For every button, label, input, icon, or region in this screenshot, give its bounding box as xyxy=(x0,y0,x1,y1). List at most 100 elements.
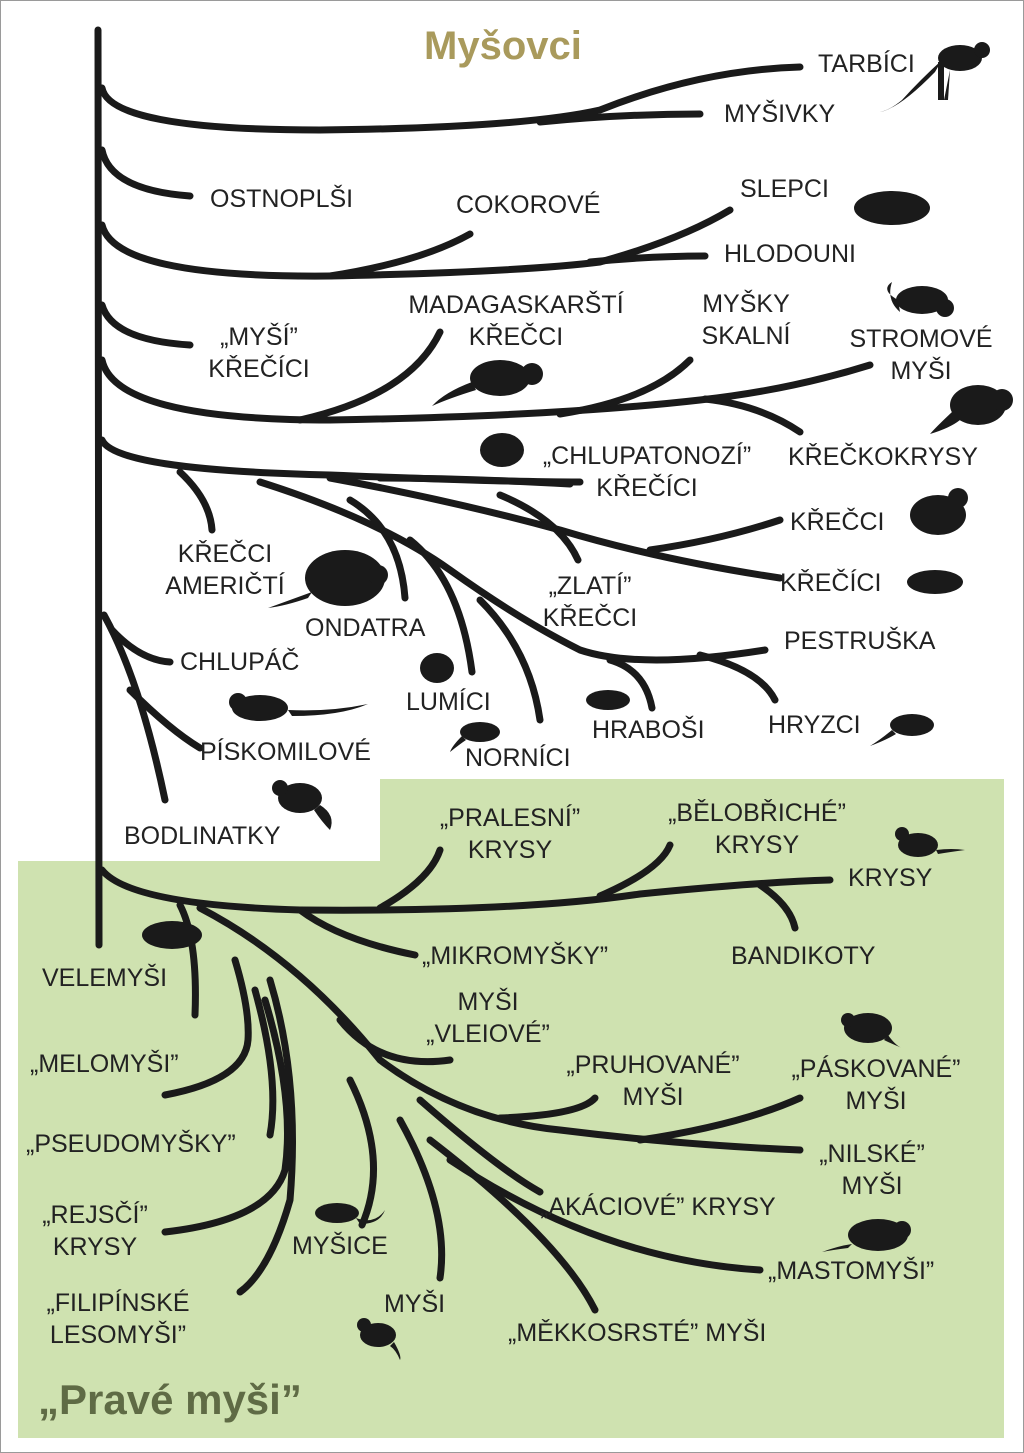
branch-kreckokrysy xyxy=(701,395,804,436)
striped-mouse-icon xyxy=(841,1013,902,1048)
label-hlodouni: HLODOUNI xyxy=(724,240,856,268)
label-mekkosrste-mysi: „MĚKKOSRSTÉ” MYŠI xyxy=(508,1319,767,1347)
jerboa-icon xyxy=(880,42,990,112)
branch-chlupac xyxy=(108,626,174,666)
lemming-icon xyxy=(420,653,454,683)
label-melomysi: „MELOMYŠI” xyxy=(30,1050,179,1078)
title-top: Myšovci xyxy=(424,24,582,68)
branch-spalacidae xyxy=(98,206,734,280)
label-mysi: MYŠI xyxy=(384,1290,446,1318)
branch-arvicolinae xyxy=(256,478,769,664)
branch-mastomysi xyxy=(446,1156,764,1274)
gerbil-icon xyxy=(229,693,368,721)
label-akaciove-krysy: „AKÁCIOVÉ” KRYSY xyxy=(540,1193,776,1221)
label-nilske-mysi: „NILSKÉ”MYŠI xyxy=(819,1140,925,1200)
label-ondatra: ONDATRA xyxy=(305,614,426,642)
house-mouse-icon xyxy=(357,1318,401,1360)
branch-bandikoty xyxy=(756,881,799,932)
branch-nesomyidae xyxy=(98,356,874,424)
label-paskovane-mysi: „PÁSKOVANÉ”MYŠI xyxy=(791,1055,961,1115)
label-slepci: SLEPCI xyxy=(740,175,829,203)
branch-murinae-lower xyxy=(196,904,804,1154)
label-pestruska: PESTRUŠKA xyxy=(784,627,936,655)
branch-mysi xyxy=(396,1116,446,1282)
rat-icon xyxy=(895,827,965,857)
label-krecci: KŘEČCI xyxy=(790,508,885,536)
multimammate-mouse-icon xyxy=(822,1219,911,1252)
branch-hryzci xyxy=(696,651,779,704)
branch-piskomilove xyxy=(126,686,204,752)
label-hryzci: HRYZCI xyxy=(768,711,861,739)
muskrat-icon xyxy=(268,550,388,608)
label-lumici: LUMÍCI xyxy=(406,688,491,716)
branch-pruhovane xyxy=(496,1094,599,1122)
label-tarbici: TARBÍCI xyxy=(818,50,915,78)
branch-hlodouni xyxy=(586,252,709,266)
label-kreckokrysy: KŘEČKOKRYSY xyxy=(788,443,978,471)
label-mysivky: MYŠIVKY xyxy=(724,100,836,128)
branch-mysice xyxy=(346,1076,377,1229)
jird-icon xyxy=(450,722,500,752)
giant-rat-icon xyxy=(142,921,202,949)
vole-icon xyxy=(586,690,630,710)
branch-trunk xyxy=(94,26,103,949)
label-ostnoplsi: OSTNOPLŠI xyxy=(210,185,354,213)
label-krysy: KRYSY xyxy=(848,864,933,892)
label-mysi-krecici: „MYŠÍ”KŘEČÍCI xyxy=(208,323,310,383)
branch-krecci xyxy=(646,516,784,554)
branch-mysi-krecici xyxy=(98,301,194,349)
branch-mysky-skalni xyxy=(556,356,694,418)
label-krecici: KŘEČÍCI xyxy=(780,569,882,597)
branch-madagaskarsti xyxy=(296,328,444,424)
wood-mouse-icon xyxy=(315,1203,385,1224)
branch-velemysi xyxy=(176,901,199,1019)
crested-rat-icon xyxy=(930,385,1013,434)
label-chlupac: CHLUPÁČ xyxy=(180,648,300,676)
branch-akaciove xyxy=(416,1096,544,1196)
label-bodlinatky: BODLINATKY xyxy=(124,822,281,850)
label-mysi-vleiove: MYŠI„VLEIOVÉ” xyxy=(426,988,550,1048)
branch-pralesni xyxy=(376,846,444,912)
dwarf-hamster-icon xyxy=(907,570,963,594)
branch-dipodoidea xyxy=(98,63,804,134)
label-mysice: MYŠICE xyxy=(292,1232,388,1260)
label-rejsci-krysy: „REJSČÍ”KRYSY xyxy=(42,1201,148,1261)
branch-ondatra xyxy=(346,496,409,602)
branch-mysivky xyxy=(536,110,704,126)
branch-hrabosi xyxy=(606,656,656,712)
branch-filipinske xyxy=(236,976,296,1296)
branch-pseudomysky xyxy=(251,986,277,1139)
branch-mikromysky xyxy=(296,906,419,959)
branch-paskovane xyxy=(636,1094,804,1144)
label-velemysi: VELEMYŠI xyxy=(42,964,168,992)
label-zlati-krecci: „ZLATÍ”KŘEČCI xyxy=(542,572,638,632)
branch-zlati xyxy=(496,491,582,564)
madagascar-rat-icon xyxy=(432,360,543,406)
label-piskomilove: PÍSKOMILOVÉ xyxy=(200,738,371,766)
branch-lumici xyxy=(406,536,476,676)
branch-belobriche xyxy=(596,841,674,900)
label-cokorove: COKOROVÉ xyxy=(456,191,601,219)
hamster-icon xyxy=(480,433,524,467)
label-pseudomysky: „PSEUDOMYŠKY” xyxy=(26,1130,236,1158)
label-chlupatonozi: „CHLUPATONOZÍ”KŘEČÍCI xyxy=(542,442,752,502)
branch-melomysi xyxy=(161,956,252,1099)
label-belobriche-krysy: „BĚLOBŘICHÉ”KRYSY xyxy=(668,799,846,859)
branch-vleiove xyxy=(336,1016,454,1066)
branch-rejsci xyxy=(161,996,291,1236)
label-mikromysky: „MIKROMYŠKY” xyxy=(422,942,609,970)
branch-gerbillinae xyxy=(100,611,169,804)
label-hrabosi: HRABOŠI xyxy=(592,716,705,744)
title-bottom: „Pravé myši” xyxy=(38,1376,302,1423)
label-pralesni-krysy: „PRALESNÍ”KRYSY xyxy=(439,804,581,864)
hamster-small-icon xyxy=(910,488,968,535)
mole-rat-icon xyxy=(854,191,930,225)
branch-nornici xyxy=(476,596,544,724)
bank-vole-icon xyxy=(870,714,934,746)
spiny-mouse-icon xyxy=(272,780,332,830)
branch-murinae xyxy=(98,866,834,914)
